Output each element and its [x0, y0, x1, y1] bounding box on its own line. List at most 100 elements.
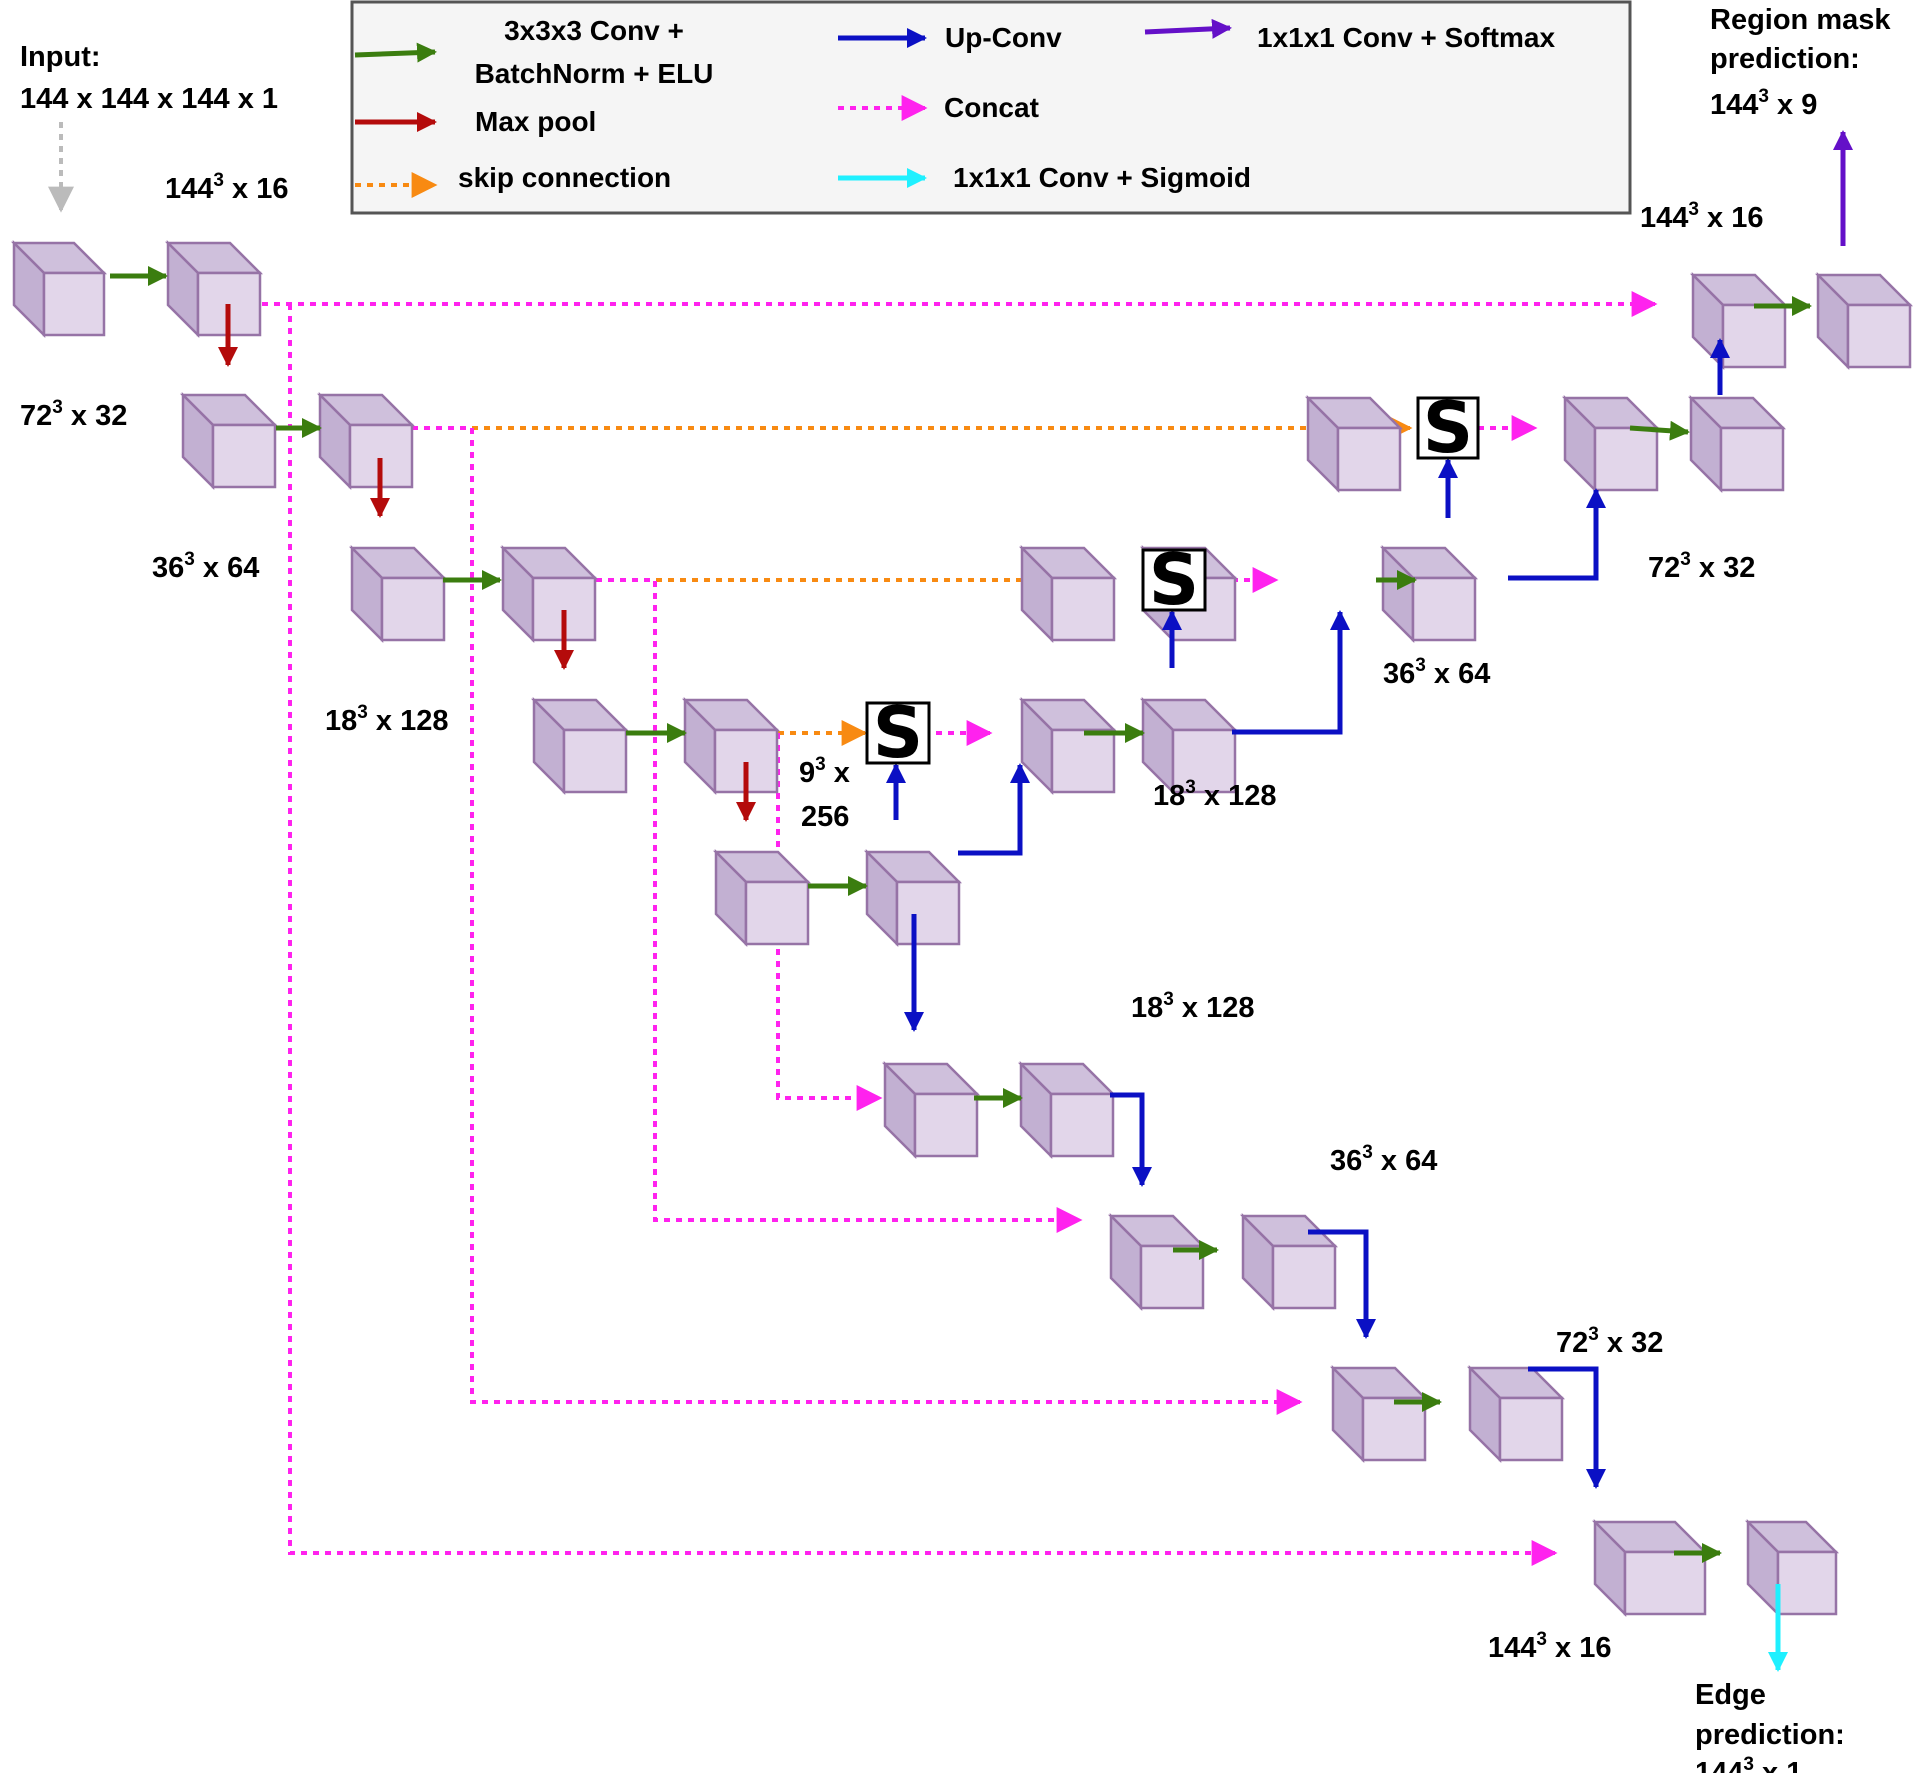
feature-map-cube	[1304, 394, 1404, 494]
upconv-arrow	[1308, 1229, 1376, 1339]
legend-softmax-label: 1x1x1 Conv + Softmax	[1257, 22, 1555, 53]
attention-gate-box	[1416, 396, 1480, 460]
attention-gate-box	[865, 701, 931, 765]
dim-label-region-36: 363 x 64	[1383, 655, 1490, 690]
concat-connections	[262, 291, 1658, 1566]
feature-map-cube	[1018, 544, 1118, 644]
cube-front-face	[1050, 728, 1116, 794]
feature-map-cube	[1107, 1212, 1207, 1312]
cube-front-face	[1050, 576, 1116, 642]
legend-concat-label: Concat	[944, 92, 1039, 123]
legend-sigmoid-label: 1x1x1 Conv + Sigmoid	[953, 162, 1251, 193]
legend-conv-arrow	[354, 42, 437, 63]
legend: 3x3x3 Conv + BatchNorm + ELU Max pool sk…	[350, 0, 1632, 215]
upconv-arrow	[1110, 1092, 1152, 1187]
attention-gate-symbol: S	[1423, 387, 1473, 469]
feature-map-cube	[1591, 1518, 1709, 1618]
legend-box	[350, 0, 1632, 215]
feature-map-cube	[1687, 394, 1787, 494]
upconv-arrow	[958, 763, 1030, 856]
feature-map-cube	[1018, 696, 1118, 796]
attention-gate-256: S	[865, 692, 931, 774]
cube-front-face	[1336, 426, 1402, 492]
conv-arrow	[1629, 420, 1690, 441]
attention-gate-64: S	[1416, 387, 1480, 469]
region-output-subtitle: prediction:	[1710, 43, 1860, 75]
attention-gate-symbol: S	[1149, 539, 1199, 621]
legend-softmax-arrow	[1144, 18, 1232, 39]
feature-map-cube	[1744, 1518, 1840, 1618]
feature-map-cube	[164, 239, 264, 339]
feature-map-cube	[1561, 394, 1661, 494]
dim-label-edge-144: 1443 x 16	[1488, 1629, 1611, 1664]
cube-front-face	[42, 271, 106, 337]
region-output-title: Region mask	[1710, 4, 1891, 36]
upconv-arrow	[1232, 610, 1350, 735]
edge-output-title: Edge	[1695, 1679, 1766, 1711]
legend-upconv-label: Up-Conv	[945, 22, 1062, 53]
dim-label-edge-72: 723 x 32	[1556, 1324, 1663, 1359]
cube-front-face	[913, 1092, 979, 1158]
cube-front-face	[1171, 728, 1237, 794]
feature-map-cube	[1017, 1060, 1117, 1160]
feature-map-cube	[1689, 271, 1789, 371]
attention-gate-symbol: S	[873, 692, 923, 774]
conv-arrows	[110, 266, 1812, 1563]
feature-map-cube	[1379, 544, 1479, 644]
feature-map-cube	[1239, 1212, 1339, 1312]
feature-map-cube	[863, 848, 963, 948]
cube-front-face	[380, 576, 446, 642]
dim-label-region-72: 723 x 32	[1648, 549, 1755, 584]
concat-line-144-edge	[288, 304, 1558, 1566]
dim-label-bottleneck: 93 x	[799, 754, 850, 789]
upconv-arrows	[886, 338, 1730, 1489]
dim-label-enc-144: 1443 x 16	[165, 170, 288, 205]
dim-label-enc-72: 723 x 32	[20, 397, 127, 432]
upconv-arrow	[1508, 488, 1606, 581]
legend-conv-label: 3x3x3 Conv +	[504, 15, 684, 46]
feature-map-cube	[681, 696, 781, 796]
feature-map-cube	[881, 1060, 981, 1160]
feature-map-cube	[712, 848, 812, 948]
feature-map-cube	[316, 391, 416, 491]
concat-line-72-edge	[412, 426, 1303, 1415]
cube-front-face	[1623, 1550, 1707, 1616]
feature-map-cube	[179, 391, 279, 491]
cube-front-face	[1271, 1244, 1337, 1310]
dim-label-region-18: 183 x 128	[1153, 777, 1276, 812]
cube-front-face	[895, 880, 961, 946]
cube-front-face	[1721, 303, 1787, 369]
feature-map-cube	[530, 696, 630, 796]
cube-front-face	[1719, 426, 1785, 492]
cube-front-face	[1139, 1244, 1205, 1310]
legend-maxpool-label: Max pool	[475, 106, 596, 137]
cube-front-face	[211, 423, 277, 489]
cube-front-face	[1049, 1092, 1115, 1158]
cube-front-face	[562, 728, 628, 794]
upconv-arrow	[1528, 1366, 1606, 1489]
input-dims: 144 x 144 x 144 x 1	[20, 83, 278, 115]
edge-output-subtitle: prediction:	[1695, 1719, 1845, 1751]
dim-label-enc-36: 363 x 64	[152, 549, 259, 584]
feature-map-cube	[1329, 1364, 1429, 1464]
legend-conv-label-line2: BatchNorm + ELU	[475, 58, 714, 89]
cube-front-face	[1411, 576, 1477, 642]
dim-label-bottleneck-line2: 256	[801, 801, 849, 833]
dimension-labels: Input: 144 x 144 x 144 x 1 1443 x 16 723…	[20, 4, 1891, 1773]
input-label: Input:	[20, 41, 101, 73]
dim-label-edge-36: 363 x 64	[1330, 1142, 1437, 1177]
cube-front-face	[1593, 426, 1659, 492]
dim-label-region-144: 1443 x 16	[1640, 199, 1763, 234]
dim-label-edge-18: 183 x 128	[1131, 989, 1254, 1024]
cube-front-face	[1498, 1396, 1564, 1462]
cube-front-face	[1361, 1396, 1427, 1462]
concat-line-36-edge	[596, 578, 1083, 1233]
cube-front-face	[1776, 1550, 1838, 1616]
cube-front-face	[1846, 303, 1912, 369]
feature-map-cube	[348, 544, 448, 644]
legend-skip-label: skip connection	[458, 162, 671, 193]
cube-front-face	[744, 880, 810, 946]
maxpool-arrows	[218, 304, 756, 822]
feature-map-cube	[10, 239, 108, 339]
dim-label-enc-18: 183 x 128	[325, 702, 448, 737]
